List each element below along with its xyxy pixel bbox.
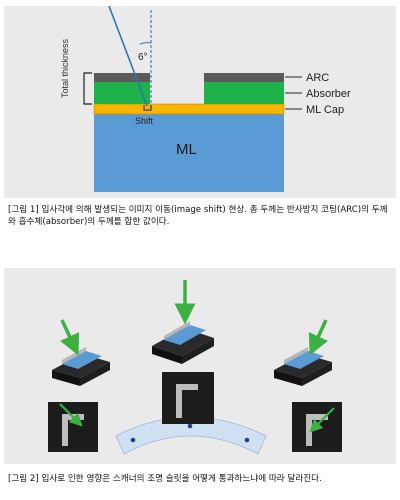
ml-layer xyxy=(94,114,284,192)
arc-right xyxy=(204,73,284,82)
thickness-bracket xyxy=(83,72,92,105)
arc-left xyxy=(94,73,150,82)
arc-label: ARC xyxy=(306,72,329,84)
shift-bracket xyxy=(143,105,152,111)
figure-1-caption: [그림 1] 입사각에 의해 발생되는 이미지 이동(image shift) … xyxy=(8,205,388,227)
figure-2-caption: [그림 2] 입사로 인한 영향은 스캐너의 조명 슬릿을 어떻게 통과하느냐에… xyxy=(8,474,322,484)
top-view-right xyxy=(292,402,342,452)
total-thickness-label: Total thickness xyxy=(60,38,70,98)
slit-point-left xyxy=(130,437,136,443)
angle-arc xyxy=(139,42,152,45)
shift-label: Shift xyxy=(135,116,154,126)
top-view-center xyxy=(162,372,214,424)
top-view-left xyxy=(48,402,98,452)
angle-label: 6° xyxy=(138,52,148,63)
projected-arrow-right xyxy=(309,407,335,433)
incident-ray xyxy=(108,5,148,107)
absorber-left xyxy=(94,82,150,104)
figure-2-panel xyxy=(4,268,396,464)
mask-block-right xyxy=(274,347,332,386)
incident-arrow-right xyxy=(308,319,328,356)
absorber-label: Absorber xyxy=(306,88,351,100)
incident-arrow-left xyxy=(60,319,80,356)
ml-cap-layer xyxy=(93,103,285,115)
ml-label: ML xyxy=(176,141,197,158)
figure-1-diagram: Total thickness 6° Shift ML ARC Absorber… xyxy=(60,5,351,192)
projected-arrow-left xyxy=(59,403,83,427)
slit-point-center xyxy=(187,423,193,429)
figure-1-panel: Total thickness 6° Shift ML ARC Absorber… xyxy=(4,5,396,198)
figure-2-diagram xyxy=(48,280,342,455)
slit-point-right xyxy=(244,437,250,443)
mask-block-center xyxy=(152,321,214,364)
mask-block-left xyxy=(52,347,110,386)
ml-cap-label: ML Cap xyxy=(306,104,344,116)
absorber-right xyxy=(204,82,284,104)
